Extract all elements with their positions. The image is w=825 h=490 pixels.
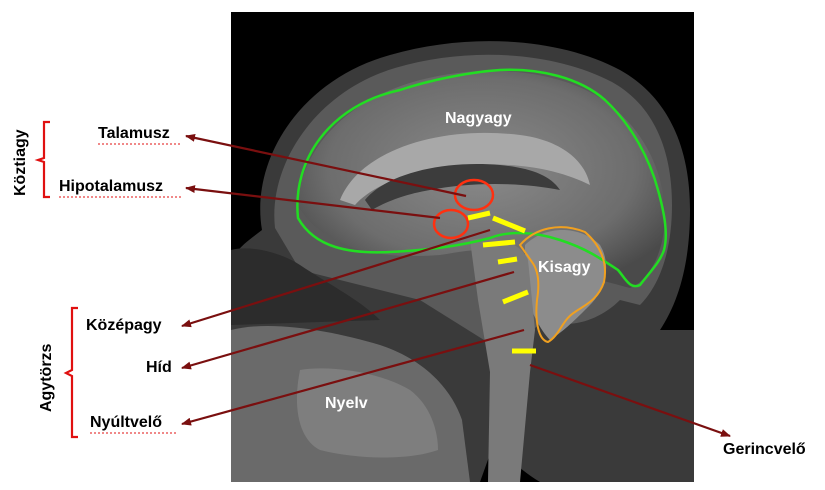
boundary-marks: [467, 210, 536, 354]
agytorzs-label: Agytörzs: [38, 343, 55, 412]
kozepagy-label: Középagy: [86, 317, 162, 334]
nyultvelo-label: Nyúltvelő: [90, 414, 162, 431]
cerebrum-outline: [296, 68, 667, 288]
koztiagy-label: Köztiagy: [12, 129, 29, 196]
kozepagy-arrow: [181, 228, 491, 328]
talamusz-outline: [453, 178, 495, 212]
hid-label: Híd: [146, 359, 172, 376]
cerebellum-outline: [518, 226, 606, 344]
nyelv-label: Nyelv: [325, 395, 368, 412]
hipotalamusz-arrow: [185, 185, 441, 220]
kisagy-label: Kisagy: [538, 259, 591, 276]
agytorzs-bracket: [63, 306, 78, 439]
hid-arrow: [181, 270, 515, 370]
nagyagy-label: Nagyagy: [445, 110, 512, 127]
pointer-arrows: [181, 133, 731, 438]
hipotalamusz-outline: [432, 208, 470, 240]
talamusz-label: Talamusz: [98, 125, 170, 142]
gerincvelo-arrow: [529, 363, 731, 438]
mri-sagittal-brain-image: [231, 12, 694, 482]
gerincvelo-label: Gerincvelő: [723, 441, 806, 458]
koztiagy-bracket: [34, 120, 50, 199]
hipotalamusz-label: Hipotalamusz: [59, 178, 163, 195]
nyultvelo-arrow: [181, 328, 525, 426]
talamusz-arrow: [185, 133, 467, 198]
